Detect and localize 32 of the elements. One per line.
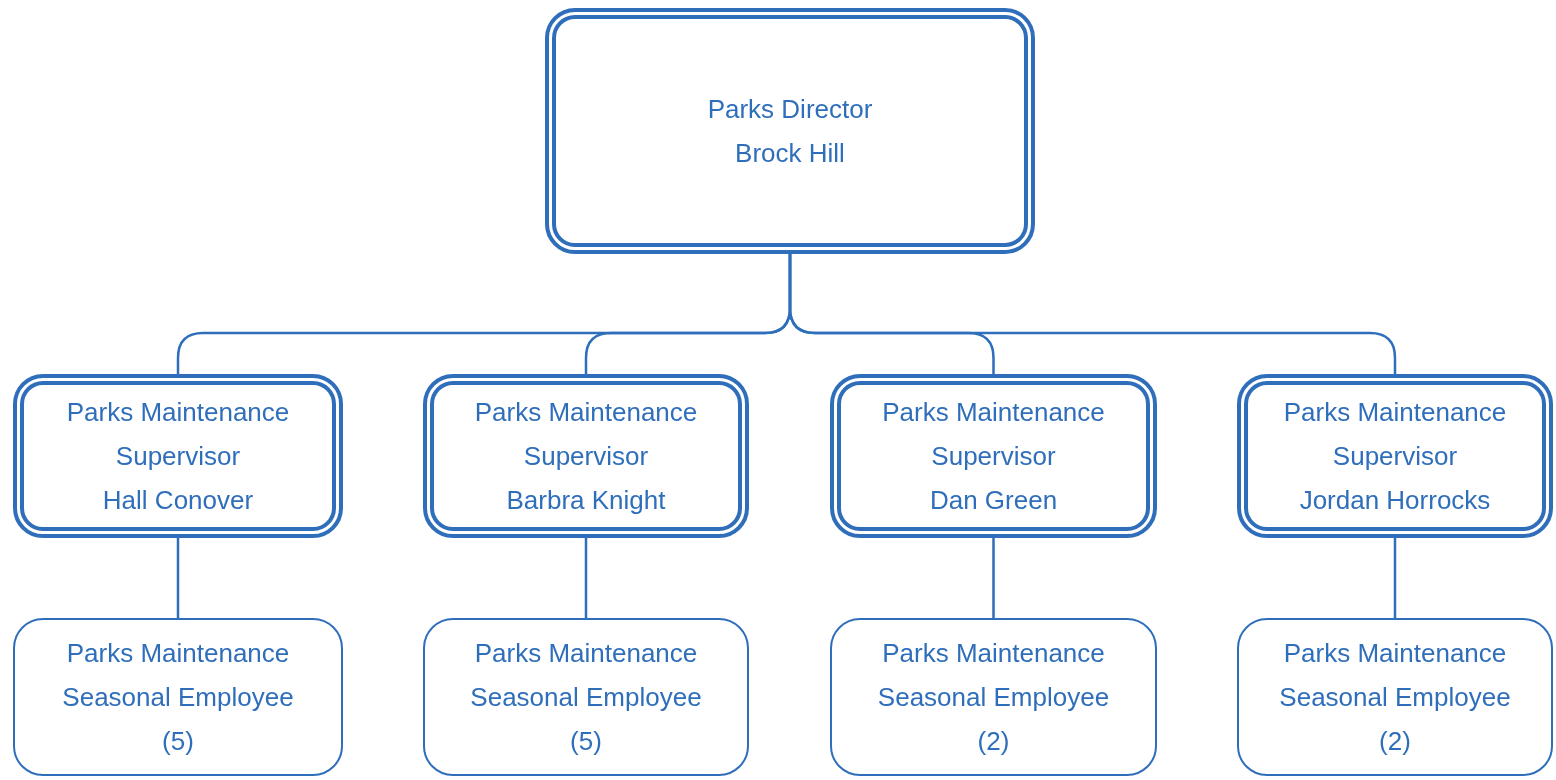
job-title: Parks Maintenance Supervisor xyxy=(65,396,291,473)
supervisor-box xyxy=(423,374,749,538)
headcount: (2) xyxy=(1378,725,1412,758)
employee-box xyxy=(830,618,1157,776)
job-title: Parks Director xyxy=(706,93,874,126)
director-box xyxy=(545,8,1035,254)
supervisor-box xyxy=(1237,374,1553,538)
connector-line xyxy=(788,254,1397,374)
connector-line xyxy=(1393,538,1397,618)
job-title: Parks Maintenance Supervisor xyxy=(881,396,1106,473)
person-name: Barbra Knight xyxy=(505,484,667,517)
employee-box xyxy=(423,618,749,776)
job-title: Parks Maintenance Supervisor xyxy=(1282,396,1508,473)
job-title: Parks Maintenance Seasonal Employee xyxy=(61,637,295,714)
person-name: Jordan Horrocks xyxy=(1298,484,1492,517)
headcount: (5) xyxy=(569,725,603,758)
connector-line xyxy=(992,538,995,618)
employee-box xyxy=(13,618,343,776)
person-name: Hall Conover xyxy=(101,484,255,517)
supervisor-box xyxy=(13,374,343,538)
job-title: Parks Maintenance Seasonal Employee xyxy=(1278,637,1512,714)
person-name: Brock Hill xyxy=(734,137,846,170)
job-title: Parks Maintenance Supervisor xyxy=(473,396,699,473)
connector-line xyxy=(176,538,180,618)
supervisor-box xyxy=(830,374,1157,538)
headcount: (5) xyxy=(161,725,195,758)
job-title: Parks Maintenance Seasonal Employee xyxy=(469,637,703,714)
person-name: Dan Green xyxy=(928,484,1059,517)
headcount: (2) xyxy=(976,725,1011,758)
employee-box xyxy=(1237,618,1553,776)
connector-line xyxy=(584,538,588,618)
job-title: Parks Maintenance Seasonal Employee xyxy=(876,637,1111,714)
